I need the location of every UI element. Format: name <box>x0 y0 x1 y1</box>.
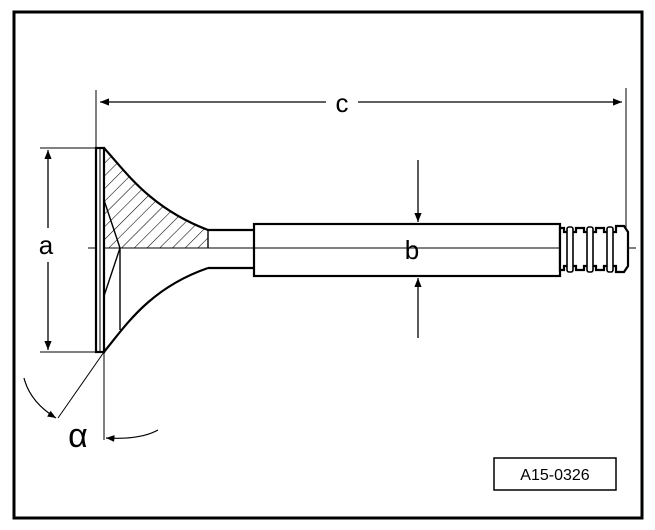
stem-tip-grooves <box>558 224 630 274</box>
angle-alpha <box>23 351 159 442</box>
label-a: a <box>39 230 54 260</box>
reference-code: A15-0326 <box>520 467 589 484</box>
label-alpha: α <box>68 417 88 455</box>
valve-head <box>94 146 209 354</box>
valve-stem <box>252 222 562 278</box>
label-b: b <box>405 235 419 265</box>
drawing-frame <box>12 10 644 520</box>
dimension-a <box>40 147 96 353</box>
valve-neck <box>208 228 254 270</box>
label-c: c <box>336 88 349 118</box>
reference-box <box>493 457 617 491</box>
dimension-c <box>95 88 627 228</box>
